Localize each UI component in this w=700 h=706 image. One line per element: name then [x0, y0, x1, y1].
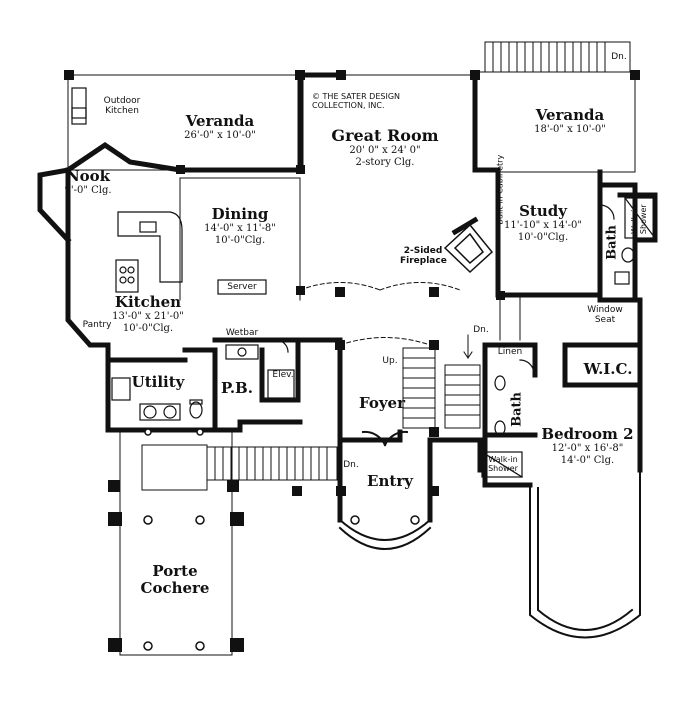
stair-down-entry-label: Dn.	[343, 460, 359, 470]
window-seat-label: Window Seat	[587, 305, 623, 326]
stair-down-foyer-label: Dn.	[473, 325, 489, 335]
bedroom2-clg: 14'-0" Clg.	[560, 454, 615, 466]
veranda-stairs	[492, 41, 606, 73]
bath-mid-label: Bath	[509, 392, 525, 427]
entry-stairs	[206, 446, 338, 481]
veranda-left-name: Veranda	[185, 112, 255, 130]
bedroom2-name: Bedroom 2	[541, 425, 634, 443]
great-room-clg: 2-story Clg.	[355, 156, 415, 168]
great-room-label: Great Room 20' 0" x 24' 0" 2-story Clg.	[330, 126, 440, 168]
curves	[338, 430, 641, 639]
study-dims: 11'-10" x 14'-0"	[504, 220, 582, 232]
kitchen-name: Kitchen	[114, 293, 182, 311]
kitchen-fixtures	[71, 87, 295, 421]
interior-stair	[402, 334, 481, 429]
walkin-mid-label: Walk-in Shower	[488, 455, 518, 474]
foyer-label: Foyer	[359, 394, 405, 412]
study-clg: 10'-0"Clg.	[517, 231, 569, 243]
server-label: Server	[227, 282, 257, 292]
fireplace-shape	[443, 223, 494, 274]
wetbar-label: Wetbar	[225, 328, 259, 338]
kitchen-dims: 13'-0" x 21'-0"	[112, 311, 184, 323]
columns	[64, 70, 640, 652]
copyright-note: © THE SATER DESIGN COLLECTION, INC.	[312, 92, 400, 111]
study-name: Study	[519, 202, 567, 220]
nook-clg: 9'-0" Clg.	[64, 185, 112, 197]
porte-cochere-label: Porte Cochere	[140, 562, 210, 598]
great-room-name: Great Room	[331, 126, 439, 145]
walls	[37, 72, 658, 523]
wic-label: W.I.C.	[583, 360, 633, 378]
column-rings	[143, 428, 420, 651]
kitchen-clg: 10'-0"Clg.	[122, 322, 174, 334]
great-room-dims: 20' 0" x 24' 0"	[349, 145, 421, 157]
pb-label: P.B.	[221, 379, 253, 397]
veranda-right-name: Veranda	[535, 106, 605, 124]
bedroom2-dims: 12'-0" x 16'-8"	[551, 443, 624, 455]
walkin-top-label: Walk-in Shower	[629, 204, 648, 235]
pantry-label: Pantry	[82, 320, 112, 330]
kitchen-label: Kitchen 13'-0" x 21'-0" 10'-0"Clg.	[108, 293, 188, 334]
veranda-left-dims: 26'-0" x 10'-0"	[184, 130, 256, 142]
fireplace-label: 2-Sided Fireplace	[400, 246, 447, 267]
dining-clg: 10'-0"Clg.	[214, 234, 266, 246]
veranda-left-label: Veranda 26'-0" x 10'-0"	[150, 112, 290, 142]
nook-name: Nook	[65, 167, 111, 185]
dining-label: Dining 14'-0" x 11'-8" 10'-0"Clg.	[195, 205, 285, 246]
bedroom2-label: Bedroom 2 12'-0" x 16'-8" 14'-0" Clg.	[540, 425, 635, 466]
stair-down-veranda-label: Dn.	[611, 52, 627, 62]
study-label: Study 11'-10" x 14'-0" 10'-0"Clg.	[503, 202, 583, 243]
nook-label: Nook 9'-0" Clg.	[58, 167, 118, 197]
linen-label: Linen	[497, 347, 523, 357]
entry-label: Entry	[367, 472, 413, 490]
stair-up-label: Up.	[382, 356, 398, 366]
elev-label: Elev.	[272, 370, 294, 380]
veranda-right-dims: 18'-0" x 10'-0"	[534, 124, 606, 136]
dining-dims: 14'-0" x 11'-8"	[204, 223, 276, 235]
utility-label: Utility	[131, 373, 185, 391]
dining-name: Dining	[211, 205, 269, 223]
veranda-right-label: Veranda 18'-0" x 10'-0"	[520, 106, 620, 136]
bath-top-label: Bath	[604, 225, 620, 260]
outdoor-kitchen-label: Outdoor Kitchen	[103, 96, 141, 117]
